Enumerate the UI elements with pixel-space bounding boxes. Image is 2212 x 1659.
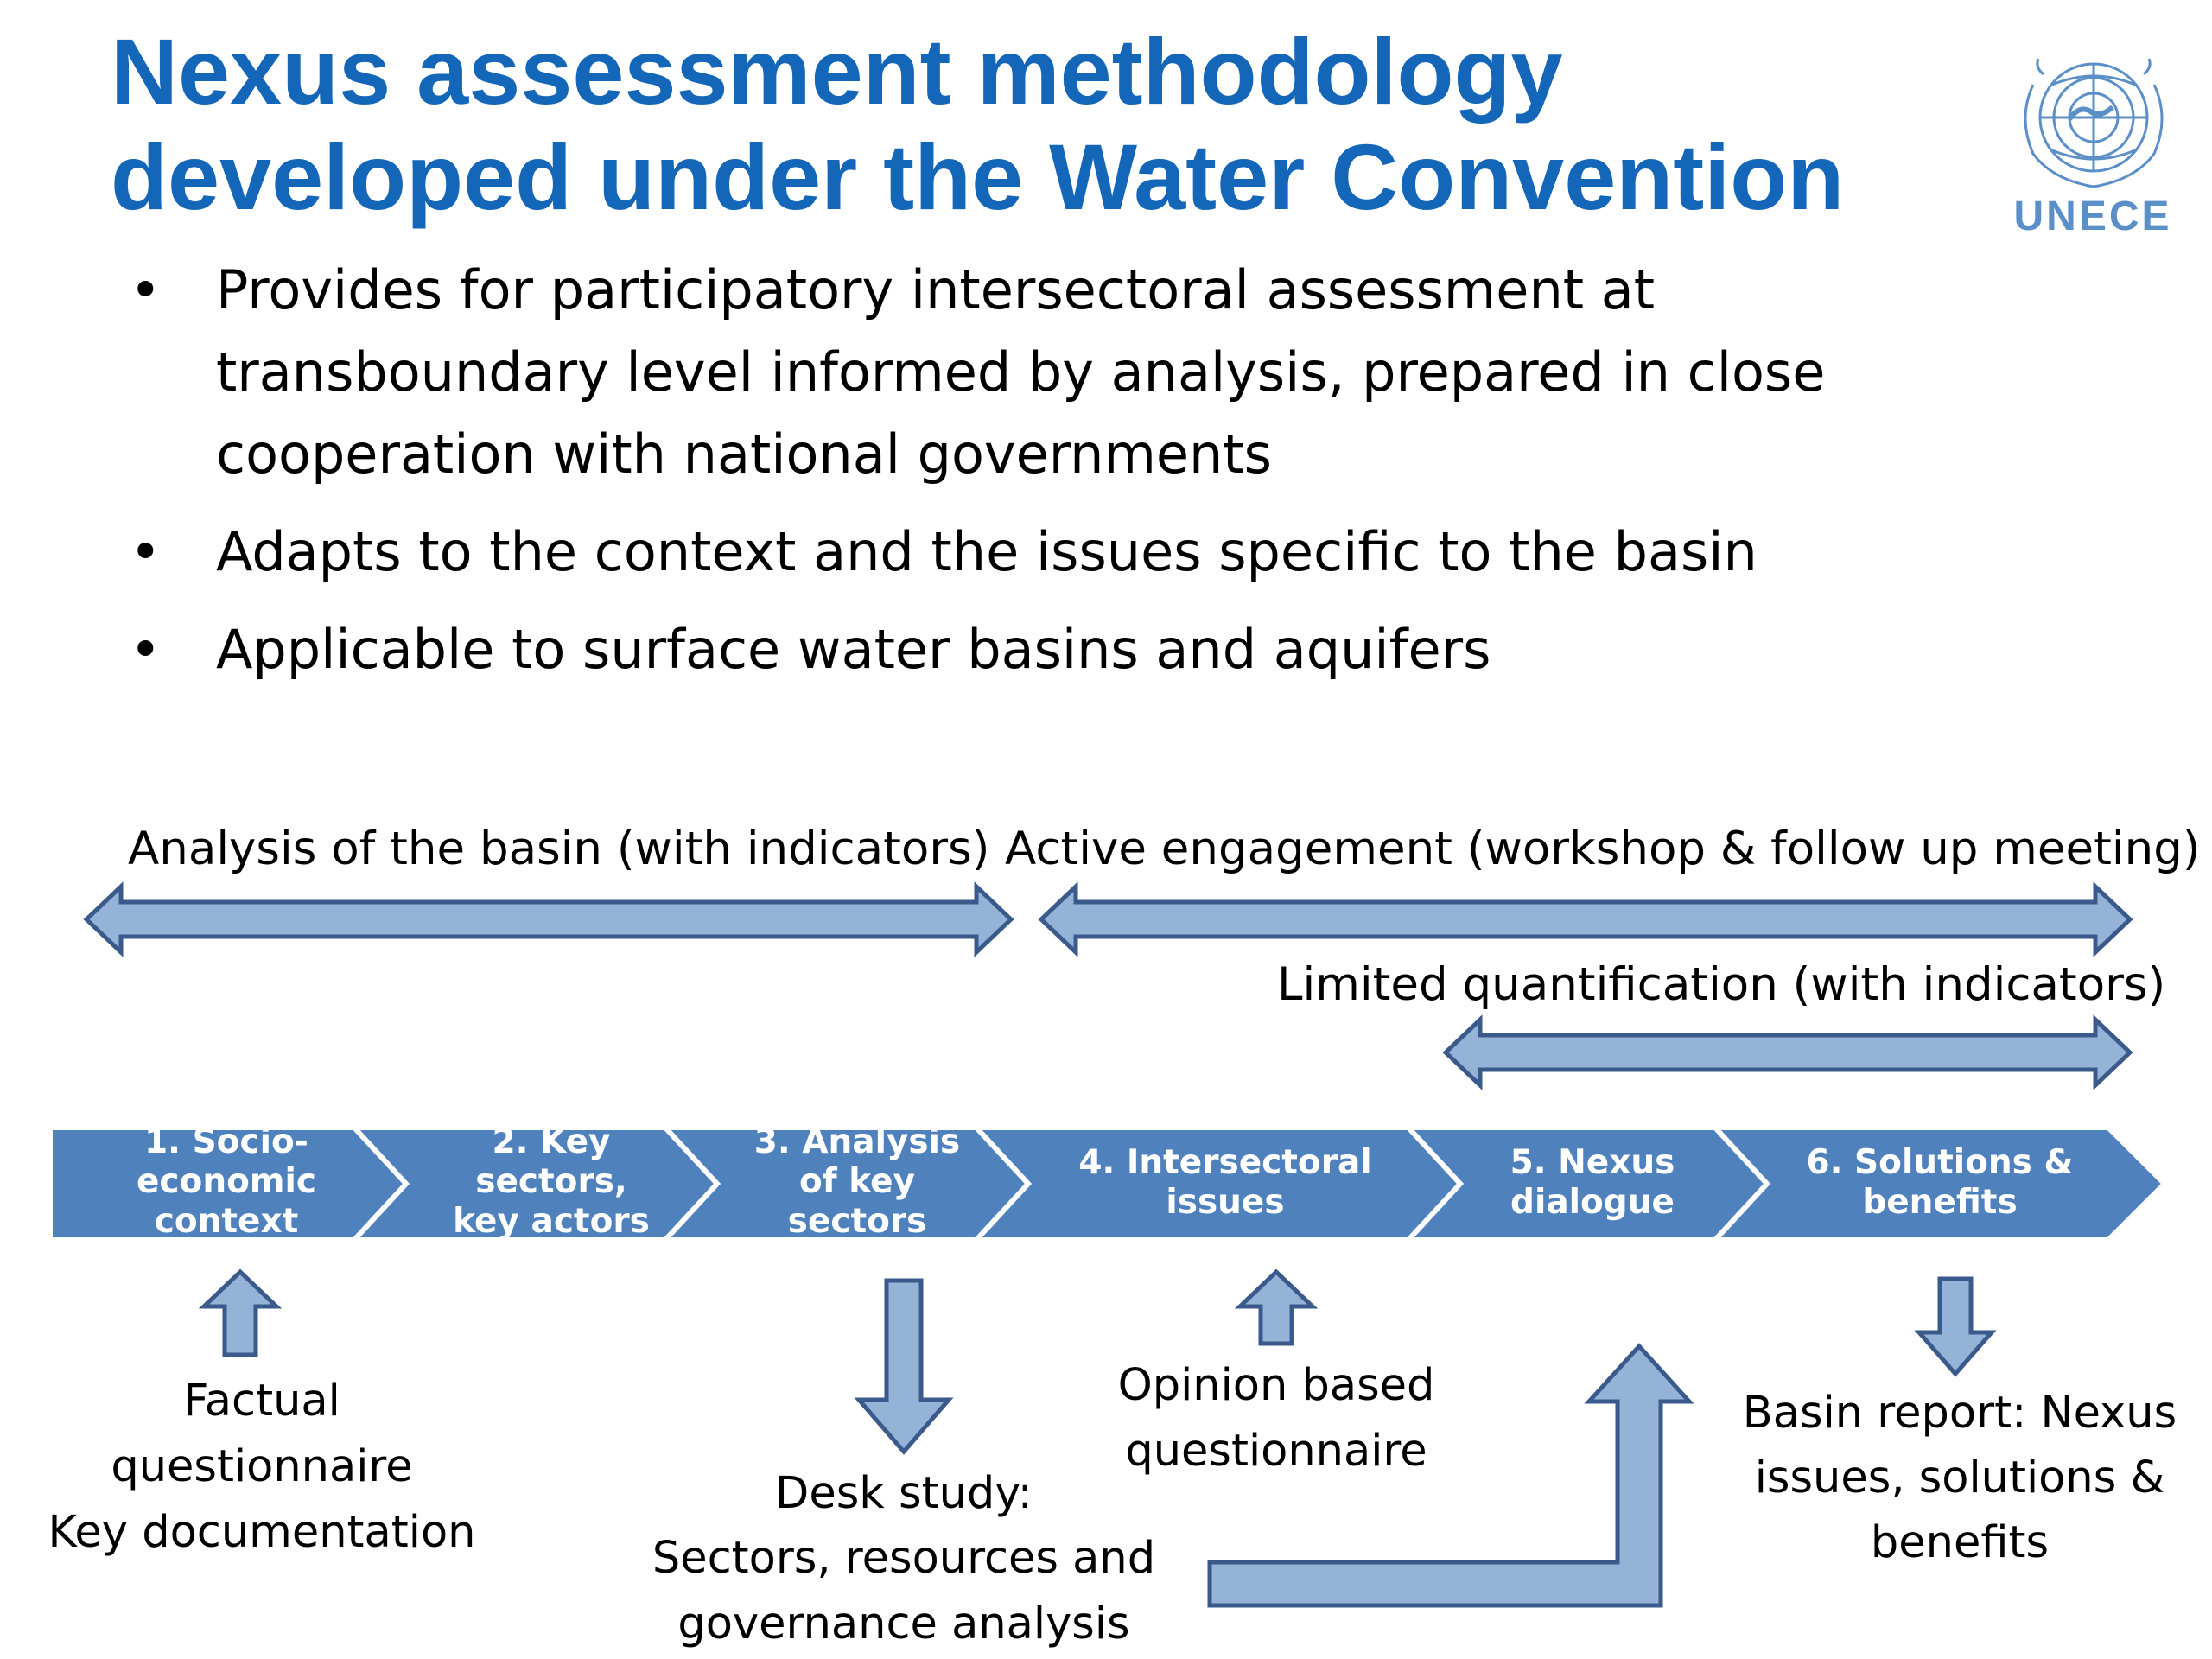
bullet-item: • Adapts to the context and the issues s… xyxy=(130,511,2074,593)
step-1-line-3: context xyxy=(155,1202,299,1241)
engagement-double-arrow xyxy=(1038,881,2133,957)
step-1-line-2: economic xyxy=(137,1162,316,1201)
step-6-line-2: benefits xyxy=(1862,1183,2017,1222)
title-line-2: developed under the Water Convention xyxy=(111,124,1845,229)
step-1-line-1: 1. Socio- xyxy=(144,1122,308,1161)
bullet-item: • Provides for participatory intersector… xyxy=(130,249,2074,495)
factual-note-line-1: Factual xyxy=(183,1376,340,1427)
basin-report-note-line-3: benefits xyxy=(1871,1517,2049,1568)
step-5-line-2: dialogue xyxy=(1510,1183,1675,1222)
slide-title: Nexus assessment methodology developed u… xyxy=(111,19,1977,230)
factual-note-line-3: Key documentation xyxy=(48,1507,476,1558)
step-6-line-1: 6. Solutions & xyxy=(1807,1143,2074,1182)
bullet-line: Applicable to surface water basins and a… xyxy=(216,618,1491,681)
step-3-line-1: 3. Analysis xyxy=(754,1122,960,1161)
basin-report-note-line-1: Basin report: Nexus xyxy=(1743,1388,2177,1439)
desk-study-note-line-1: Desk study: xyxy=(775,1468,1033,1519)
title-line-1: Nexus assessment methodology xyxy=(111,19,1563,124)
phase-quantification-label: Limited quantification (with indicators) xyxy=(1277,958,2165,1011)
step-4-line-2: issues xyxy=(1166,1183,1284,1222)
desk-study-down-arrow xyxy=(854,1278,954,1455)
dialogue-bent-up-arrow xyxy=(1207,1343,1694,1608)
step-5-line-1: 5. Nexus xyxy=(1510,1143,1675,1182)
desk-study-note-line-2: Sectors, resources and xyxy=(652,1533,1155,1584)
factual-note-line-2: questionnaire xyxy=(111,1441,412,1492)
step-3-line-2: of key xyxy=(799,1162,915,1201)
desk-study-note-line-3: governance analysis xyxy=(677,1599,1129,1649)
analysis-double-arrow xyxy=(83,881,1014,957)
bullet-line: transboundary level informed by analysis… xyxy=(216,340,1826,404)
bullet-line: Adapts to the context and the issues spe… xyxy=(216,520,1758,583)
logo-text: UNECE xyxy=(2013,194,2171,239)
step-2-line-1: 2. Key xyxy=(493,1122,611,1161)
quantification-double-arrow xyxy=(1442,1014,2133,1090)
factual-up-arrow xyxy=(198,1268,283,1357)
step-4-line-1: 4. Intersectoral xyxy=(1078,1143,1371,1182)
phase-engagement-label: Active engagement (workshop & follow up … xyxy=(1005,823,2201,875)
opinion-note-line-2: questionnaire xyxy=(1125,1426,1427,1477)
opinion-note-line-1: Opinion based xyxy=(1118,1360,1435,1411)
bullet-line: cooperation with national governments xyxy=(216,423,1272,486)
basin-report-down-arrow xyxy=(1914,1276,1997,1377)
step-2-line-3: key actors xyxy=(453,1202,650,1241)
step-6-chevron xyxy=(1709,1125,2169,1243)
bullet-list: • Provides for participatory intersector… xyxy=(130,249,2074,706)
bullet-item: • Applicable to surface water basins and… xyxy=(130,608,2074,690)
opinion-up-arrow xyxy=(1234,1268,1319,1346)
step-3-line-3: sectors xyxy=(788,1202,927,1241)
step-2-line-2: sectors, xyxy=(475,1162,626,1201)
basin-report-note-line-2: issues, solutions & xyxy=(1755,1452,2165,1503)
un-emblem-icon xyxy=(2024,58,2164,188)
phase-analysis-label: Analysis of the basin (with indicators) xyxy=(128,823,989,875)
unece-logo: UNECE xyxy=(2013,58,2171,239)
bullet-line: Provides for participatory intersectoral… xyxy=(216,258,1656,321)
